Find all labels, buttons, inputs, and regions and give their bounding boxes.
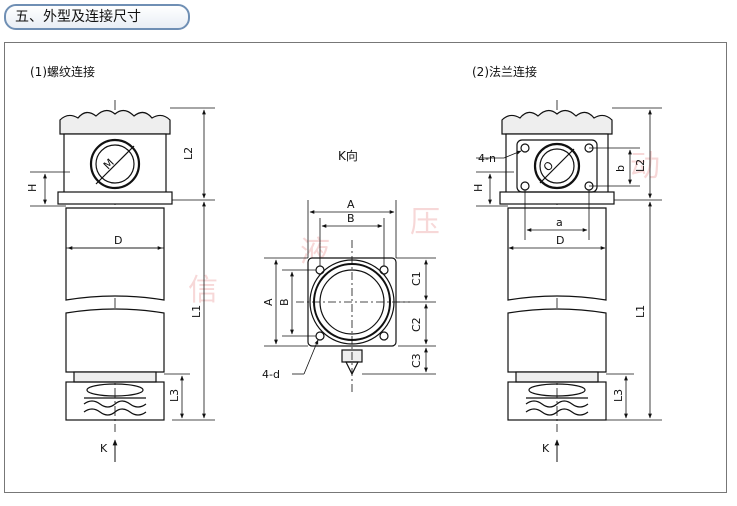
dim-L2-thread: L2 — [182, 147, 195, 160]
thread-filter-drawing — [57, 100, 173, 432]
dim-b: b — [614, 165, 627, 172]
dim-4d: 4-d — [262, 368, 280, 381]
watermark-char-2: 信 — [188, 273, 218, 308]
dim-4n: 4-n — [478, 152, 496, 165]
watermark-char-6: 动 — [630, 149, 660, 184]
flange-dimensions — [476, 107, 662, 462]
dim-L1-thread: L1 — [190, 305, 203, 318]
dim-A-side: A — [262, 298, 275, 306]
dim-L2-flange: L2 — [634, 159, 647, 172]
caption-k-view: K向 — [338, 148, 358, 163]
thread-dimensions — [30, 107, 215, 462]
dim-D-flange: D — [556, 234, 564, 247]
k-view-drawing — [296, 240, 410, 392]
flange-filter-drawing — [499, 100, 615, 432]
dim-A-top: A — [347, 198, 355, 211]
dim-L3-flange: L3 — [612, 389, 625, 402]
section-title-tab: 五、外型及连接尺寸 — [4, 4, 190, 30]
dim-K-flange: K — [542, 442, 550, 455]
dim-B-side: B — [278, 298, 291, 306]
watermark-char-4: 压 — [410, 205, 440, 240]
dim-C3: C3 — [410, 353, 423, 368]
dim-L1-flange: L1 — [634, 305, 647, 318]
caption-thread: (1)螺纹连接 — [30, 64, 95, 79]
dim-L3-thread: L3 — [168, 389, 181, 402]
section-title: 五、外型及连接尺寸 — [15, 9, 141, 25]
dim-C2: C2 — [410, 317, 423, 332]
dim-B-top: B — [347, 212, 355, 225]
dim-a: a — [556, 216, 563, 229]
caption-flange: (2)法兰连接 — [472, 64, 537, 79]
dim-D-thread: D — [114, 234, 122, 247]
dim-H-flange: H — [472, 184, 485, 192]
dim-K-thread: K — [100, 442, 108, 455]
dim-H-thread: H — [26, 184, 39, 192]
k-view-dimensions — [264, 200, 436, 375]
dim-C1: C1 — [410, 271, 423, 286]
